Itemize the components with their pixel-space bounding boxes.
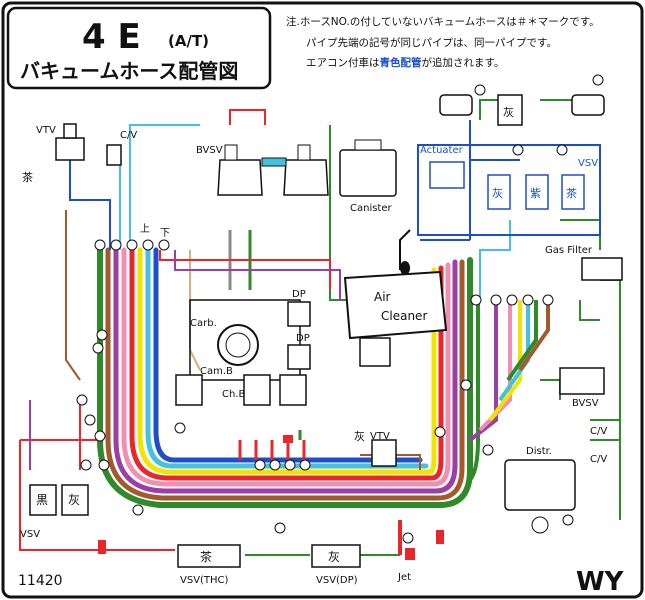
label-cv-left: C/V (120, 130, 137, 141)
vsv-thc-unit (177, 544, 241, 568)
label-carb: Carb. (190, 318, 217, 329)
label-chb: Ch.B (222, 389, 245, 400)
vtv-left (55, 123, 85, 161)
diagram-title: 4 E (82, 17, 141, 57)
label-vsv-dp: VSV(DP) (316, 575, 358, 586)
note-2: パイプ先端の記号が同じパイプは、同一パイプです。 (306, 36, 557, 49)
label-bvsv-top: BVSV (196, 145, 223, 156)
label-vsv-thc: VSV(THC) (180, 575, 229, 586)
footer-model: WY (576, 567, 625, 597)
air-cleaner (343, 261, 448, 367)
label-cv-right-1: C/V (590, 426, 607, 437)
label-kuro: 黒 (36, 493, 48, 507)
label-vtv-left: VTV (36, 125, 56, 136)
label-hai-b1: 灰 (492, 186, 503, 200)
right-hose-group (468, 300, 550, 482)
label-hai-top: 灰 (503, 105, 514, 119)
label-dp-1: DP (292, 289, 306, 300)
label-air: Air (374, 290, 391, 304)
label-camb: Cam.B (200, 366, 233, 377)
label-shita: 下 (160, 228, 170, 239)
label-canister: Canister (350, 203, 393, 214)
camb-units (175, 374, 307, 406)
label-vtv-center: VTV (370, 431, 390, 442)
label-cv-right-2: C/V (590, 454, 607, 465)
gas-filter (581, 257, 623, 281)
label-ue: 上 (140, 223, 150, 235)
label-gas-filter: Gas Filter (545, 245, 593, 256)
hose-markers (76, 74, 604, 544)
vtv-center (371, 439, 397, 467)
distributor (504, 459, 576, 534)
label-actuator: Actuater (420, 145, 464, 156)
dp-units (287, 301, 311, 370)
labels: VTV C/V 茶 BVSV Canister Actuater VSV Gas… (20, 105, 607, 586)
ac-group-box (417, 144, 601, 236)
bvsv-right (559, 367, 605, 395)
diagram-title-sub: (A/T) (168, 32, 209, 50)
red-connectors (98, 435, 444, 560)
label-hai-b3: 茶 (566, 187, 577, 200)
bvsv-top (217, 144, 329, 196)
vsv-dp-unit (311, 544, 361, 568)
label-hai-mark: 灰 (354, 429, 365, 443)
top-right-units (439, 94, 605, 126)
label-cha-thc: 茶 (200, 549, 212, 564)
label-hai-dp: 灰 (328, 550, 340, 564)
label-distr: Distr. (526, 446, 552, 457)
canister (339, 139, 397, 197)
vsv-blue-units (429, 161, 585, 210)
label-cha-mark: 茶 (22, 171, 33, 184)
title-box (6, 6, 272, 90)
note-3: エアコン付車は青色配管が追加されます。 (306, 56, 504, 69)
label-vsv-left: VSV (20, 529, 40, 540)
note-1: 注.ホースNO.の付していないバキュームホースは＃＊マークです。 (286, 15, 600, 28)
label-dp-2: DP (296, 333, 310, 344)
label-bvsv-right: BVSV (572, 398, 599, 409)
label-cleaner: Cleaner (381, 309, 427, 323)
diagram-subtitle: バキュームホース配管図 (20, 59, 238, 83)
label-jet: Jet (397, 572, 411, 583)
vsv-left-units (29, 484, 89, 516)
cv-left (106, 144, 122, 166)
footer-code: 11420 (18, 573, 63, 589)
label-vsv-blue: VSV (578, 158, 598, 169)
label-hai-left: 灰 (68, 493, 80, 507)
label-hai-b2: 紫 (530, 187, 541, 200)
